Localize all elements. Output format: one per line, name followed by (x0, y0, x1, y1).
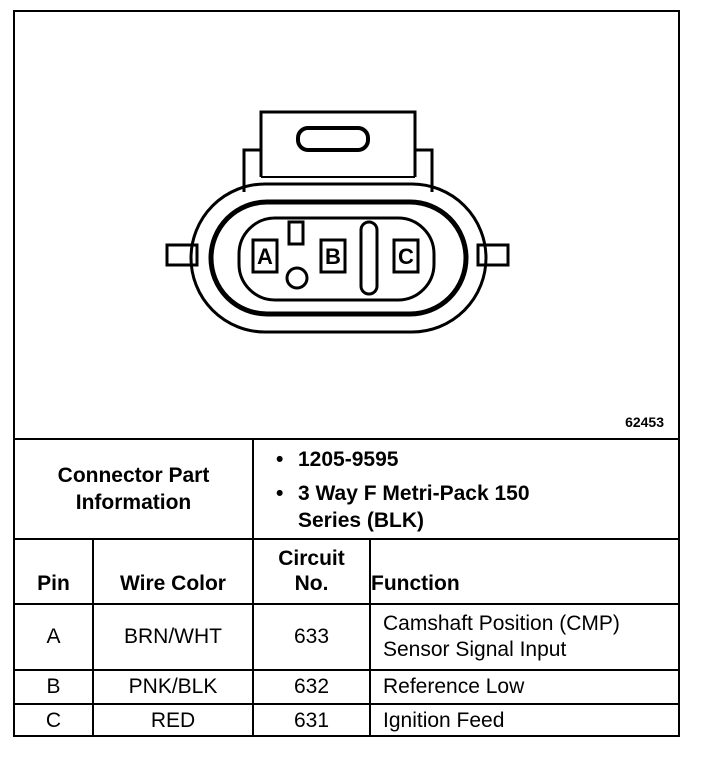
pin-cell: C (45, 709, 62, 732)
pin-label-c: C (398, 244, 414, 269)
connector-part-info-row: Connector Part Information 1205-9595 3 W… (15, 438, 678, 538)
table-row: A BRN/WHT 633 Camshaft Position (CMP) Se… (15, 603, 678, 669)
wire-color-cell: BRN/WHT (92, 605, 252, 669)
table-row: B PNK/BLK 632 Reference Low (15, 669, 678, 703)
alignment-post (287, 220, 305, 246)
function-cell: Reference Low (369, 671, 678, 703)
function-cell: Ignition Feed (369, 705, 678, 737)
pin-cavity (237, 216, 436, 302)
header-wire-color: Wire Color (92, 540, 252, 603)
pin-cell: A (46, 625, 61, 648)
part-number: 1205-9595 (276, 446, 678, 473)
header-pin: Pin (37, 572, 70, 595)
circuit-cell: 633 (252, 605, 369, 669)
pin-label-a: A (257, 244, 273, 269)
pin-box-b (319, 238, 347, 274)
pin-box-a (251, 238, 279, 274)
connector-part-info-label: Connector Part Information (57, 464, 210, 514)
connector-body-inner (208, 199, 469, 317)
table-header-row: Pin Wire Color Circuit No. Function (15, 538, 678, 603)
figure-number: 62453 (625, 414, 664, 430)
wire-color-cell: RED (92, 705, 252, 737)
left-tab (165, 243, 199, 267)
key-slot (359, 220, 379, 296)
connector-drawing: A B C (165, 110, 510, 334)
alignment-hole (285, 266, 309, 290)
connector-info-frame: A B C 62453 Connector Part Information 1… (13, 10, 680, 737)
connector-diagram: A B C 62453 (15, 12, 678, 438)
connector-body-outer (189, 182, 488, 334)
latch-slot (296, 126, 370, 152)
pin-cell: B (46, 675, 61, 698)
pin-box-c (392, 238, 420, 274)
pin-label-b: B (325, 244, 341, 269)
connector-type: 3 Way F Metri-Pack 150 Series (BLK) (276, 480, 548, 534)
right-tab (476, 243, 510, 267)
wire-color-cell: PNK/BLK (92, 671, 252, 703)
function-cell: Camshaft Position (CMP) Sensor Signal In… (369, 605, 678, 669)
table-row: C RED 631 Ignition Feed (15, 703, 678, 737)
header-circuit-no: Circuit No. (252, 540, 369, 603)
connector-latch (259, 110, 417, 177)
connector-part-info-list: 1205-9595 3 Way F Metri-Pack 150 Series … (252, 440, 678, 538)
header-function: Function (369, 540, 678, 603)
circuit-cell: 632 (252, 671, 369, 703)
circuit-cell: 631 (252, 705, 369, 737)
